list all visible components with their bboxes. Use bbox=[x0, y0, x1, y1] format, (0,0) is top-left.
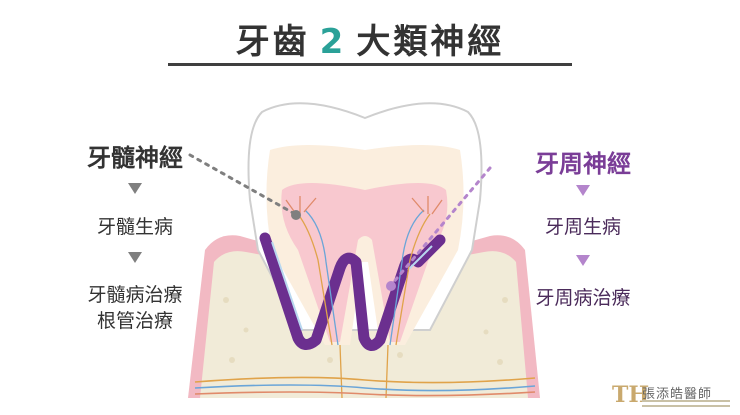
periodontal-nerve-marker bbox=[386, 281, 396, 291]
periodontal-disease-label: 牙周生病 bbox=[544, 216, 621, 238]
pulp-nerves bbox=[285, 196, 443, 399]
periodontal-ligament bbox=[259, 232, 446, 351]
root-canal-label: 根管治療 bbox=[96, 310, 173, 332]
logo-line bbox=[642, 405, 730, 407]
pulp-treatment-label: 牙髓病治療 bbox=[87, 284, 183, 306]
bone-texture bbox=[223, 297, 508, 365]
pulp-nerve-pointer bbox=[188, 153, 297, 216]
down-arrow-icon bbox=[576, 255, 590, 266]
gum-nerves bbox=[194, 376, 536, 397]
pulp-nerve-heading: 牙髓神經 bbox=[87, 144, 183, 172]
down-arrow-icon bbox=[128, 252, 142, 263]
title-prefix: 牙齒 bbox=[235, 22, 310, 62]
jaw-bone-right bbox=[430, 251, 528, 398]
title-underline bbox=[168, 63, 572, 66]
title-suffix: 大類神經 bbox=[356, 22, 505, 62]
title-number: 2 bbox=[319, 22, 347, 62]
pulp-nerve-marker bbox=[291, 210, 301, 220]
logo-mark: TH bbox=[612, 382, 650, 408]
ligament-highlight bbox=[271, 241, 433, 331]
periodontal-nerve-heading: 牙周神經 bbox=[535, 150, 631, 178]
periodontal-nerve-column: 牙周神經 牙周生病 牙周病治療 bbox=[488, 0, 678, 415]
jaw-bone bbox=[200, 251, 300, 398]
down-arrow-icon bbox=[128, 183, 142, 194]
periodontal-treatment-label: 牙周病治療 bbox=[535, 287, 631, 309]
pulp-disease-label: 牙髓生病 bbox=[96, 216, 173, 238]
down-arrow-icon bbox=[576, 185, 590, 196]
periodontal-nerve-pointer bbox=[390, 166, 492, 286]
logo-name: 張添皓醫師 bbox=[642, 387, 713, 402]
logo-line bbox=[642, 400, 730, 402]
clinic-logo: TH 張添皓醫師 bbox=[612, 382, 734, 410]
pulp-nerve-column: 牙髓神經 牙髓生病 牙髓病治療 根管治療 bbox=[40, 0, 230, 415]
